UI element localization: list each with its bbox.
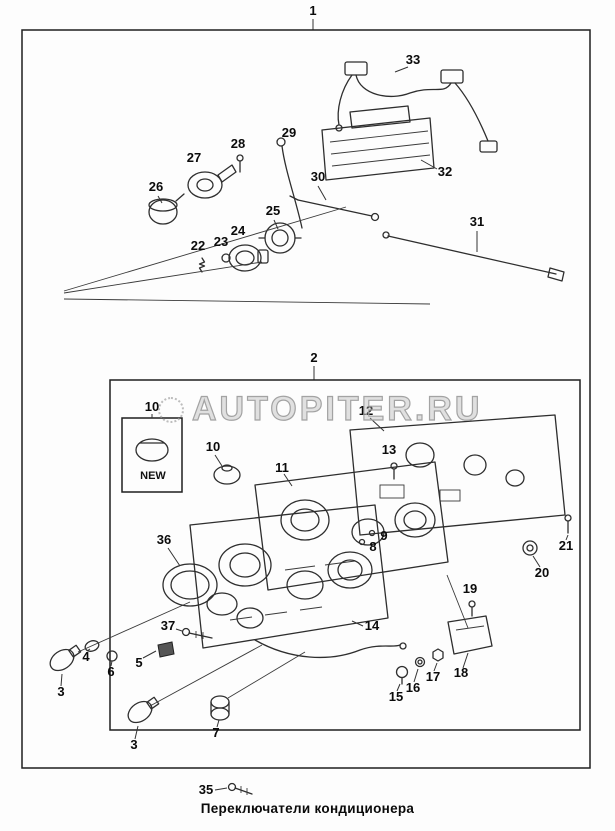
part-14-front-panel — [189, 504, 389, 649]
diagram-caption: Переключатели кондиционера — [200, 801, 415, 816]
inner-assembly-box: 2 — [109, 350, 581, 731]
part-label-35: 35 — [199, 782, 213, 797]
part-label-30: 30 — [311, 169, 325, 184]
part-22-spring — [198, 257, 206, 273]
part-label-19: 19 — [463, 581, 477, 596]
part-label-31: 31 — [470, 214, 484, 229]
part-label-24: 24 — [231, 223, 246, 238]
exploded-axis-lines-bottom — [77, 601, 306, 707]
part-30-control-cable — [289, 185, 380, 222]
new-option-box — [121, 414, 183, 493]
part-label-17: 17 — [426, 669, 440, 684]
part-23-bushing — [221, 253, 231, 263]
part-29-capillary-tube — [276, 137, 303, 229]
new-badge-label: NEW — [140, 470, 166, 482]
part-31-long-cable — [382, 231, 565, 282]
part-3-wedge-bulb-b — [127, 696, 160, 740]
part-label-11: 11 — [275, 460, 289, 475]
part-28-screw — [236, 154, 244, 173]
part-label-7: 7 — [212, 725, 219, 740]
part-17-nut — [432, 648, 444, 672]
part-label-22: 22 — [191, 238, 205, 253]
outer-assembly-box: 1 — [21, 3, 591, 769]
part-label-9: 9 — [380, 528, 387, 543]
part-18-switch-block — [447, 615, 493, 669]
part-24-switch-body — [228, 244, 269, 272]
part-label-8: 8 — [369, 539, 376, 554]
part-label-14: 14 — [365, 618, 380, 633]
part-label-3b: 3 — [130, 737, 137, 752]
part-label-21: 21 — [559, 538, 573, 553]
part-16-washer — [413, 656, 426, 683]
part-label-20: 20 — [535, 565, 549, 580]
part-35-screw — [214, 782, 253, 795]
part-11-middle-panel — [254, 461, 449, 591]
part-15-bulb — [395, 665, 409, 692]
part-label-10-new: 10 — [145, 399, 159, 414]
part-label-18: 18 — [454, 665, 468, 680]
part-7-socket — [210, 695, 230, 728]
part-label-33: 33 — [406, 52, 420, 67]
part-6-ring — [106, 650, 118, 667]
part-37-screw — [175, 627, 213, 639]
part-label-12: 12 — [359, 403, 373, 418]
part-label-27: 27 — [187, 150, 201, 165]
part-label-5: 5 — [135, 655, 142, 670]
part-21-screw — [564, 514, 572, 541]
part-label-29: 29 — [282, 125, 296, 140]
part-label-6: 6 — [107, 664, 114, 679]
part-20-bulb-socket — [522, 540, 541, 568]
part-number-labels: 33 29 28 27 30 32 26 25 31 24 23 22 12 1… — [57, 52, 573, 797]
part-3-wedge-bulb-a — [49, 644, 82, 687]
part-9-8-screws — [358, 529, 376, 546]
part-27-clamp-ring — [187, 164, 237, 199]
part-36-bezel-ring — [162, 547, 264, 629]
part-label-3a: 3 — [57, 684, 64, 699]
part-label-25: 25 — [266, 203, 280, 218]
part-5-rubber-socket — [142, 641, 175, 659]
part-label-4: 4 — [82, 649, 90, 664]
part-label-28: 28 — [231, 136, 245, 151]
part-25-switch — [258, 219, 302, 254]
part-label-36: 36 — [157, 532, 171, 547]
part-label-16: 16 — [406, 680, 420, 695]
part-26-knob — [148, 193, 185, 225]
part-label-32: 32 — [438, 164, 452, 179]
part-label-26: 26 — [149, 179, 163, 194]
part-label-15: 15 — [389, 689, 403, 704]
part-10-knob — [213, 454, 241, 485]
part-13-screw — [390, 462, 398, 480]
part-32-control-bracket — [321, 105, 438, 181]
exploded-axis-lines-top — [63, 206, 431, 305]
part-label-23: 23 — [214, 234, 228, 249]
part-label-13: 13 — [382, 442, 396, 457]
part-label-assembly-1: 1 — [309, 3, 316, 18]
part-label-assembly-2: 2 — [310, 350, 317, 365]
part-label-10: 10 — [206, 439, 220, 454]
panel-wiring-squiggle — [254, 639, 407, 658]
part-12-rear-panel — [349, 414, 566, 536]
part-label-37: 37 — [161, 618, 175, 633]
